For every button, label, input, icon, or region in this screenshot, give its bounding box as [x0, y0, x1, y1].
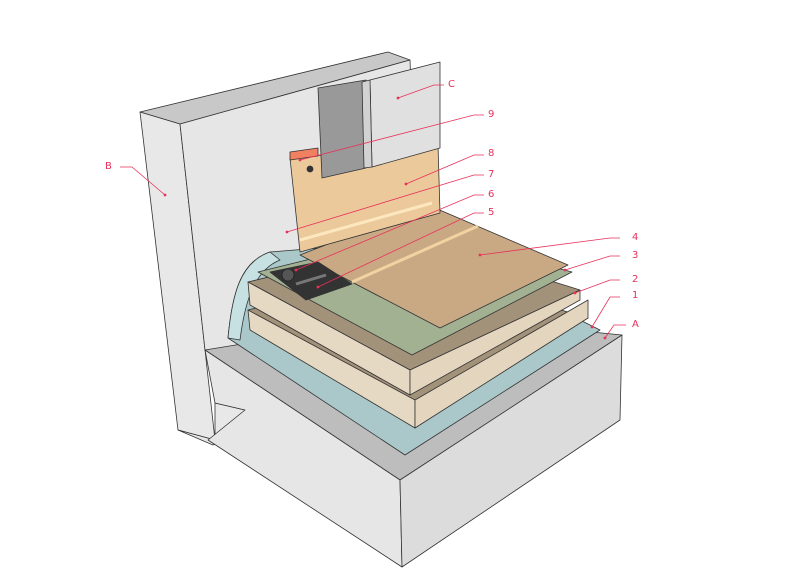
coping-edge: [361, 79, 373, 169]
label-8: 8: [488, 148, 495, 159]
label-1: 1: [632, 290, 639, 301]
slab-front-right: [399, 334, 623, 568]
label-5: 5: [488, 207, 495, 218]
insulation-lower-front-right: [414, 299, 589, 429]
label-b: B: [105, 161, 112, 172]
metal-flashing: [317, 79, 367, 179]
label-3: 3: [632, 250, 639, 261]
fixing-screw: [306, 165, 314, 173]
label-7: 7: [488, 169, 495, 180]
insulation-upper-front-right: [409, 289, 581, 396]
cove-fillet: [227, 251, 281, 341]
label-4: 4: [632, 232, 639, 243]
label-6: 6: [488, 189, 495, 200]
coping-face: [369, 61, 441, 168]
label-2: 2: [632, 274, 639, 285]
label-a: A: [632, 319, 639, 330]
label-c: C: [448, 79, 455, 90]
label-9: 9: [488, 109, 495, 120]
